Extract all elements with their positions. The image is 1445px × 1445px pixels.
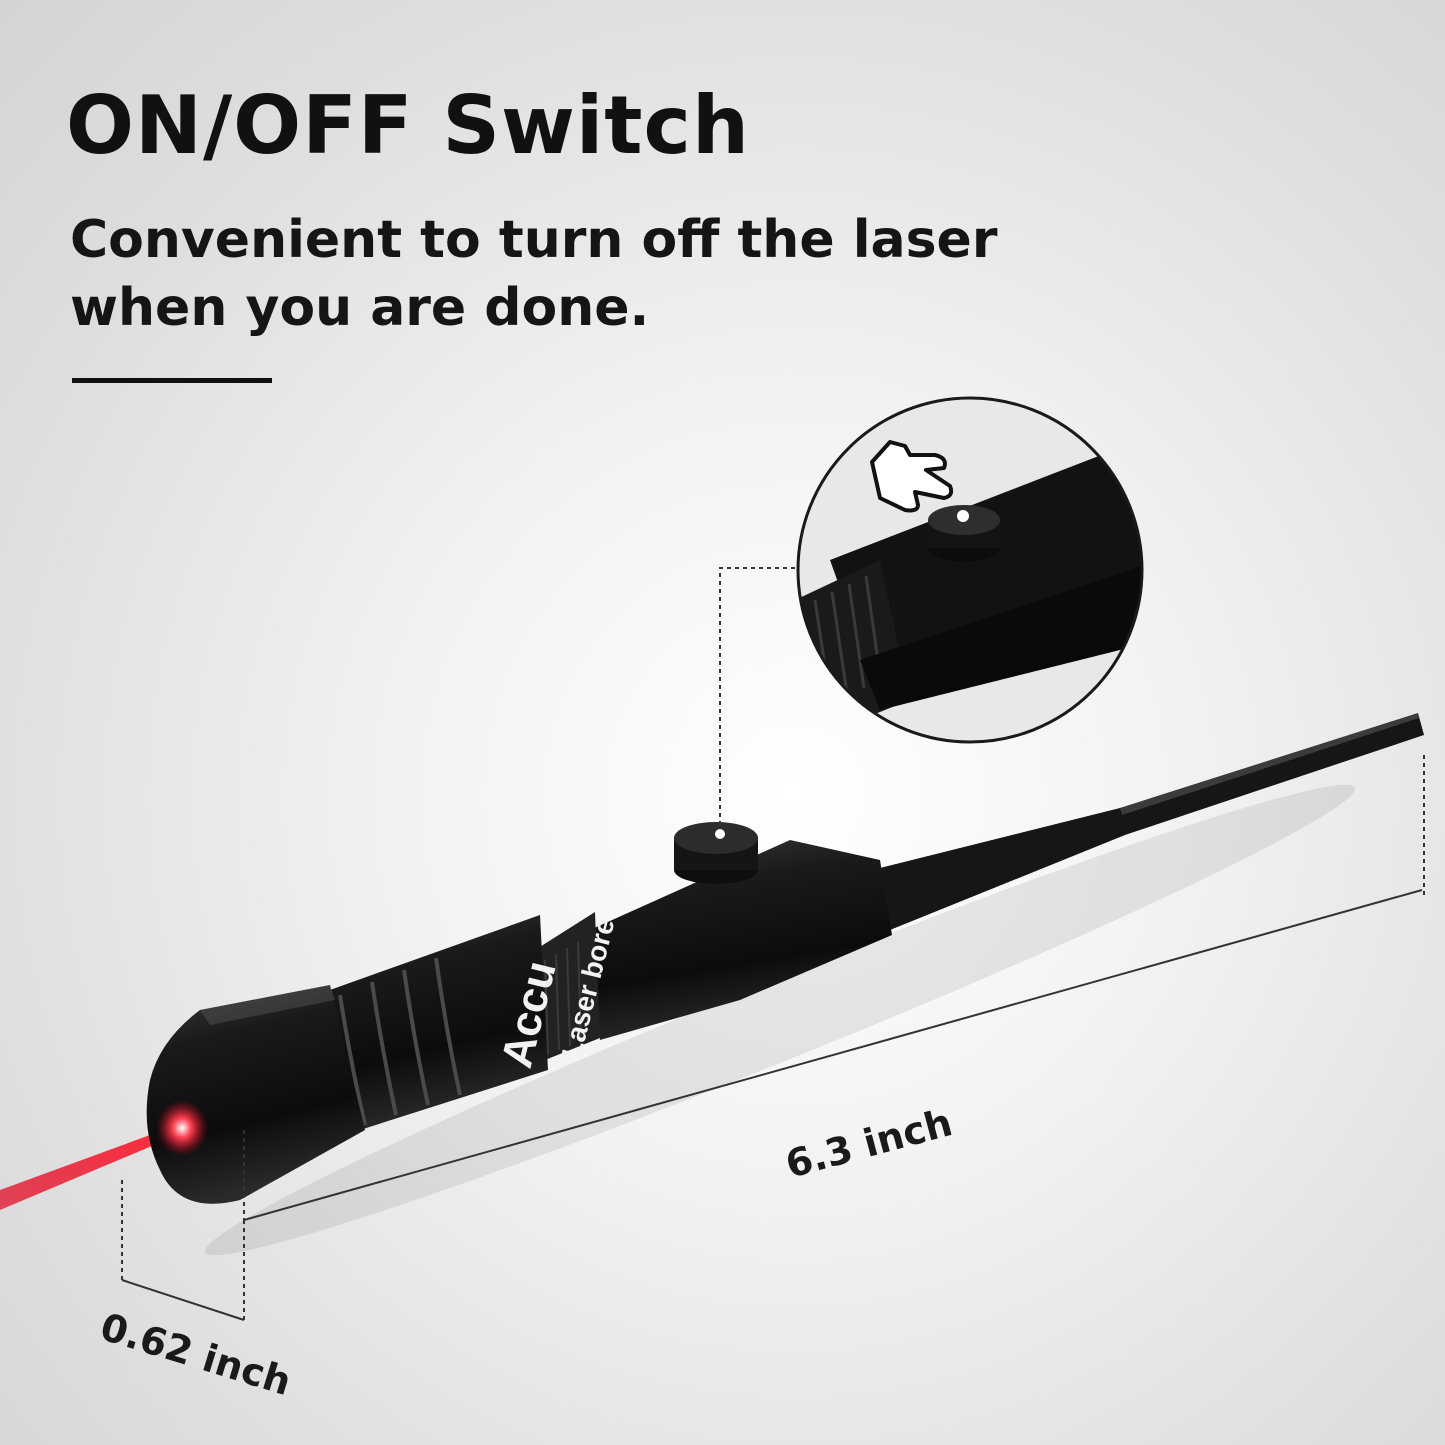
diameter-label: 0.62 inch [95, 1305, 296, 1405]
zoom-callout [796, 396, 1144, 744]
on-off-switch [674, 822, 758, 884]
device-ribs [338, 957, 462, 1126]
device-mid-body [330, 915, 548, 1130]
device-front-cap-highlight [200, 985, 335, 1025]
ribbed-grip-window [544, 941, 582, 1056]
length-dimension [243, 755, 1425, 1221]
pointing-hand-icon [870, 440, 954, 513]
device-probe-tip [880, 713, 1424, 930]
length-label: 6.3 inch [781, 1100, 957, 1187]
device-front-cap [146, 985, 365, 1204]
laser-beam [0, 1124, 185, 1210]
diameter-dimension [121, 1180, 245, 1321]
laser-aperture [156, 1100, 208, 1156]
subline-line-2: when you are done. [70, 278, 650, 338]
headline-divider [72, 378, 272, 383]
subline-line-1: Convenient to turn off the laser [70, 210, 998, 270]
callout-leader [719, 567, 795, 825]
device-shadow [204, 784, 1356, 1256]
device-probe-highlight [1120, 713, 1419, 815]
subline: Convenient to turn off the laser when yo… [70, 206, 997, 342]
headline: ON/OFF Switch [66, 79, 750, 172]
device-rear-tube [590, 840, 892, 1040]
